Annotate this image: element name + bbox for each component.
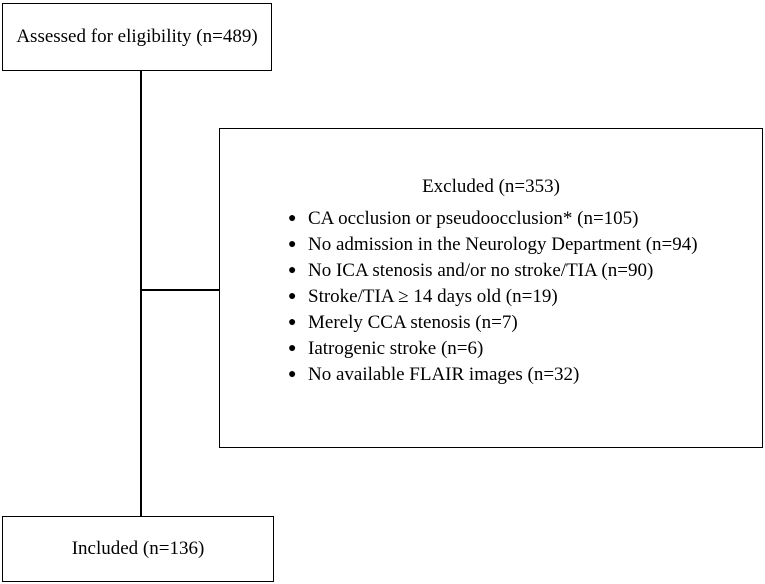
excluded-reason-item: ● Stroke/TIA ≥ 14 days old (n=19) [288,284,698,310]
excluded-reason-item: ● CA occlusion or pseudoocclusion* (n=10… [288,206,698,232]
excluded-reason-item: ● No available FLAIR images (n=32) [288,362,698,388]
bullet-icon: ● [288,211,297,226]
bullet-icon: ● [288,289,297,304]
assessed-label: Assessed for eligibility (n=489) [16,26,258,47]
bullet-icon: ● [288,237,297,252]
bullet-icon: ● [288,367,297,382]
bullet-icon: ● [288,263,297,278]
excluded-reason-label: CA occlusion or pseudoocclusion* (n=105) [308,208,639,229]
flow-connector-vertical [140,71,142,516]
excluded-reason-label: No available FLAIR images (n=32) [308,364,580,385]
excluded-title: Excluded (n=353) [422,176,560,197]
flow-connector-to-excluded [140,289,219,291]
assessed-box: Assessed for eligibility (n=489) [2,3,272,71]
excluded-reason-item: ● No admission in the Neurology Departme… [288,232,698,258]
excluded-reason-label: No ICA stenosis and/or no stroke/TIA (n=… [308,260,654,281]
excluded-reason-label: Iatrogenic stroke (n=6) [308,338,484,359]
bullet-icon: ● [288,341,297,356]
excluded-reason-label: No admission in the Neurology Department… [308,234,698,255]
excluded-reason-item: ● No ICA stenosis and/or no stroke/TIA (… [288,258,698,284]
excluded-reason-item: ● Iatrogenic stroke (n=6) [288,336,698,362]
excluded-reason-label: Merely CCA stenosis (n=7) [308,312,518,333]
included-box: Included (n=136) [2,516,274,582]
included-label: Included (n=136) [71,538,205,559]
excluded-reason-label: Stroke/TIA ≥ 14 days old (n=19) [308,286,558,307]
excluded-box: Excluded (n=353) ● CA occlusion or pseud… [219,128,763,448]
bullet-icon: ● [288,315,297,330]
excluded-reasons-list: ● CA occlusion or pseudoocclusion* (n=10… [288,206,698,388]
excluded-reason-item: ● Merely CCA stenosis (n=7) [288,310,698,336]
